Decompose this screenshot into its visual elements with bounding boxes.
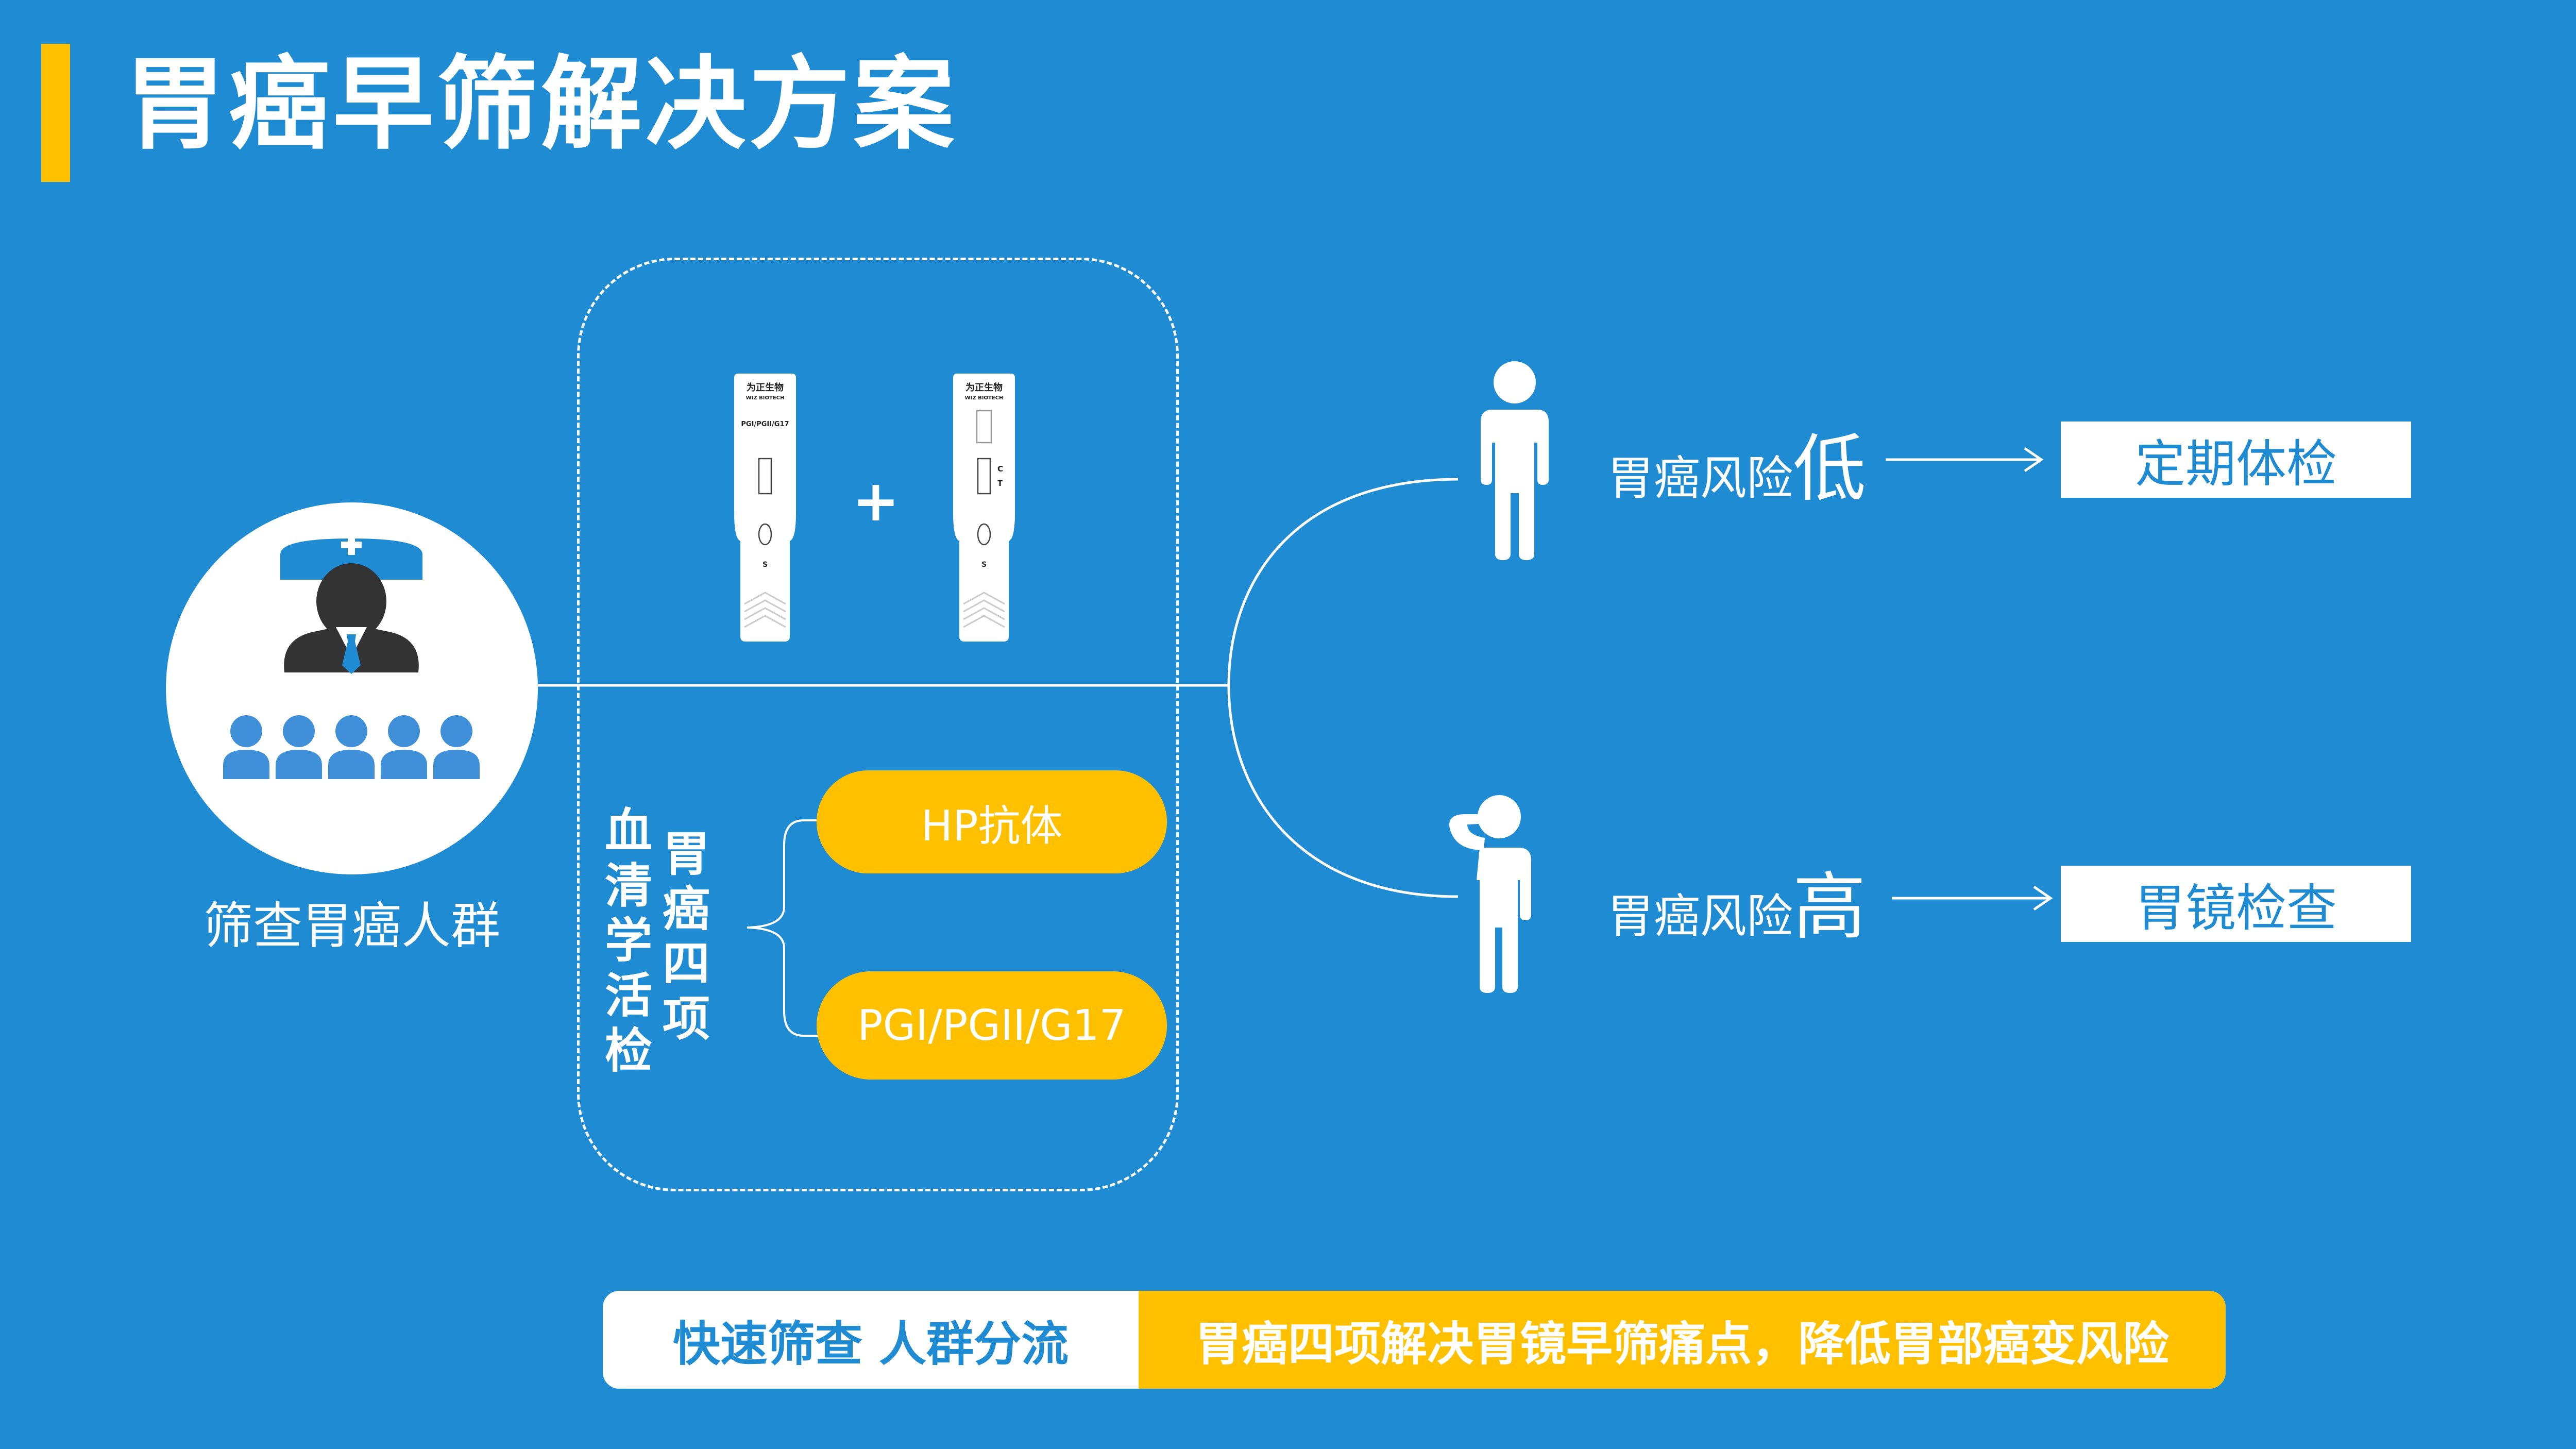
kit2-brand-en: WIZ BIOTECH: [965, 395, 1004, 401]
bottom-banner: 快速筛查 人群分流 胃癌四项解决胃镜早筛痛点，降低胃部癌变风险: [603, 1291, 2226, 1389]
kit2-brand: 为正生物: [965, 382, 1003, 393]
serum-biopsy-label: 血清学活检: [604, 803, 652, 1079]
pg-g17-pill: PGI/PGII/G17: [817, 971, 1167, 1080]
doctor-icon: [280, 535, 422, 674]
high-risk-person-icon: [1449, 795, 1531, 993]
branch-curve: [1227, 478, 1459, 898]
risk-high-level: 高: [1793, 865, 1866, 950]
kit2-sample-label: S: [981, 561, 987, 569]
kit1-sample-label: S: [762, 561, 768, 569]
bottom-banner-right: 胃癌四项解决胃镜早筛痛点，降低胃部癌变风险: [1139, 1291, 2226, 1389]
kit2-test-label: T: [997, 479, 1003, 488]
test-kit-hp: 为正生物 WIZ BIOTECH C T S: [953, 374, 1015, 642]
kit2-control-label: C: [997, 464, 1003, 474]
screening-panel: [577, 258, 1179, 1191]
risk-low-prefix: 胃癌风险: [1607, 451, 1793, 506]
risk-high-prefix: 胃癌风险: [1607, 889, 1793, 943]
low-risk-person-icon: [1481, 361, 1549, 560]
people-icons: [223, 715, 480, 779]
plus-sign: +: [852, 468, 900, 534]
risk-low-level: 低: [1793, 427, 1866, 512]
test-kits: 为正生物 WIZ BIOTECH PGI/PGII/G17 S + 为正生物 W…: [734, 374, 1015, 642]
result-gastroscopy: 胃镜检查: [2061, 866, 2411, 942]
hp-antibody-pill: HP抗体: [817, 770, 1167, 873]
bottom-banner-left: 快速筛查 人群分流: [672, 1316, 1069, 1372]
arrow-low: [1886, 447, 2044, 473]
crowd-circle: [166, 502, 538, 874]
four-items-label: 胃癌四项: [662, 827, 710, 1047]
serum-brace: [747, 819, 819, 1037]
risk-low-label: 胃癌风险低: [1607, 433, 1866, 506]
kit1-brand-en: WIZ BIOTECH: [746, 395, 785, 401]
arrow-high: [1892, 885, 2053, 911]
risk-high-label: 胃癌风险高: [1607, 871, 1866, 944]
crowd-illustration: [223, 535, 480, 779]
kit1-brand: 为正生物: [747, 382, 784, 393]
test-kit-pg: 为正生物 WIZ BIOTECH PGI/PGII/G17 S: [734, 374, 796, 642]
result-regular-checkup: 定期体检: [2061, 422, 2411, 498]
crowd-label: 筛查胃癌人群: [204, 897, 500, 955]
kit1-name: PGI/PGII/G17: [741, 420, 789, 428]
title-accent-bar: [41, 44, 70, 182]
page-title: 胃癌早筛解决方案: [125, 46, 958, 163]
